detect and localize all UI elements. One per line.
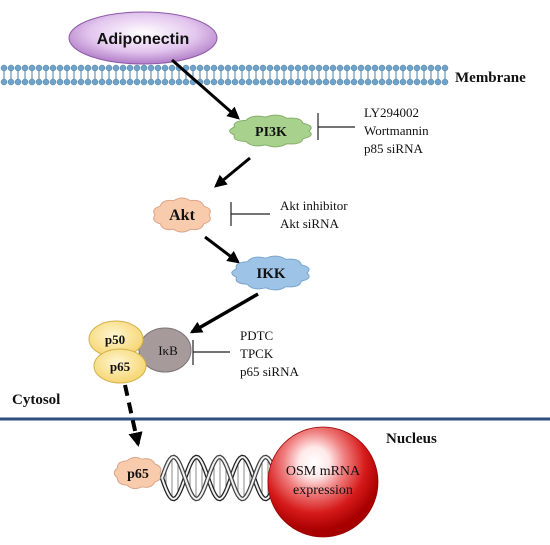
ikk-label: IKK [256,266,286,282]
akt-inhibition: Akt inhibitor Akt siRNA [230,198,348,231]
pi3k-node: PI3K [229,114,312,148]
akt-inhibitor-1: Akt inhibitor [280,198,348,213]
ikk-node: IKK [231,255,310,291]
ikb-node [138,327,192,373]
nfkb-inhibitor-3: p65 siRNA [240,364,299,379]
adiponectin-node: Adiponectin [68,11,218,65]
arrow-p65-translocation [123,384,143,447]
p65-node [93,348,147,384]
nfkb-complex: IκB p50 p65 [88,320,192,384]
pi3k-inhibitor-3: p85 siRNA [364,141,423,156]
membrane-label: Membrane [455,70,526,86]
adiponectin-label: Adiponectin [97,31,189,48]
cytosol-label: Cytosol [12,392,60,408]
p50-label: p50 [105,332,125,347]
arrow-akt-to-ikk [204,235,241,264]
p65-nuclear-node: p65 [113,456,162,490]
akt-label: Akt [169,207,195,224]
osm-nucleus-sphere: OSM mRNA expression [267,426,379,538]
arrow-ikk-to-nfkb-complex [189,292,259,334]
arrow-pi3k-to-akt [214,156,251,188]
arrow-adiponectin-to-pi3k [171,58,240,120]
akt-inhibitor-2: Akt siRNA [280,216,339,231]
p65-label: p65 [110,359,131,374]
nfkb-inhibition: PDTC TPCK p65 siRNA [192,328,299,379]
nfkb-inhibitor-2: TPCK [240,346,274,361]
pi3k-inhibitor-2: Wortmannin [364,123,429,138]
osm-mrna-label-line2: expression [293,483,353,498]
p65-nuclear-label: p65 [127,467,149,482]
osm-mrna-label-line1: OSM mRNA [286,464,361,479]
pi3k-label: PI3K [255,125,287,140]
pi3k-inhibition: LY294002 Wortmannin p85 siRNA [317,105,429,156]
cell-membrane [0,64,449,86]
nfkb-inhibitor-1: PDTC [240,328,273,343]
pi3k-inhibitor-1: LY294002 [364,105,419,120]
ikb-label: IκB [158,343,178,358]
akt-node: Akt [153,197,211,233]
nucleus-label: Nucleus [386,431,437,447]
